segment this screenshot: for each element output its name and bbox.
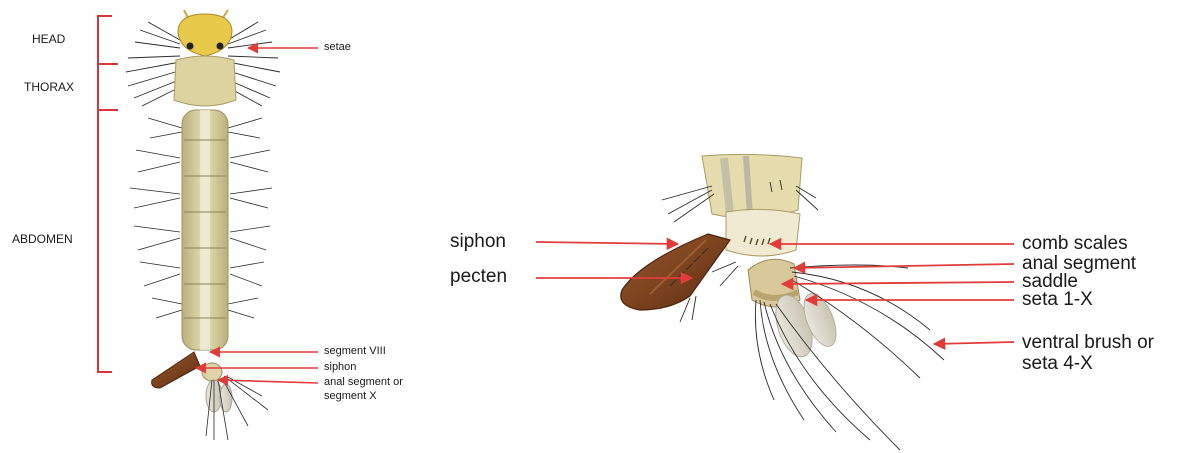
anal-segment-label-line1: anal segment or (324, 376, 403, 389)
segment-viii-label: segment VIII (324, 345, 386, 358)
terminal-segments-illustration (621, 154, 944, 450)
pecten-label: pecten (450, 267, 507, 287)
seta-1x-label: seta 1-X (1022, 290, 1093, 310)
comb-scales-label: comb scales (1022, 234, 1128, 254)
ventral-brush-label-line1: ventral brush or (1022, 333, 1154, 353)
siphon-label-small: siphon (324, 361, 356, 374)
siphon-label: siphon (450, 232, 506, 252)
abdomen-label: ABDOMEN (12, 232, 73, 246)
region-brackets (98, 16, 118, 372)
larva-illustration (126, 10, 280, 440)
anal-segment-label-line2: segment X (324, 390, 377, 403)
ventral-brush-label-line2: seta 4-X (1022, 354, 1093, 374)
thorax-label: THORAX (24, 80, 74, 94)
head-label: HEAD (32, 32, 65, 46)
setae-label: setae (324, 41, 351, 54)
